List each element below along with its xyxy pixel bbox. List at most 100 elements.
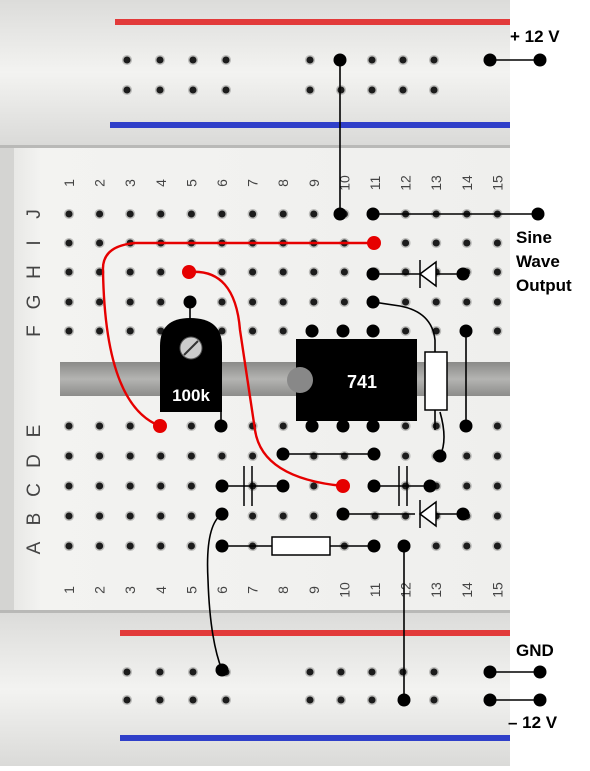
black-dot <box>483 665 497 679</box>
red-dot <box>367 236 381 250</box>
hole <box>220 84 232 96</box>
hole <box>94 296 105 308</box>
black-dot <box>456 507 470 521</box>
hole <box>461 540 472 552</box>
hole <box>94 480 105 492</box>
black-dot <box>459 419 473 433</box>
hole <box>304 84 316 96</box>
hole <box>492 510 503 522</box>
hole <box>247 296 258 308</box>
row-letter: F <box>24 325 45 337</box>
black-dot <box>214 419 228 433</box>
hole <box>125 420 136 432</box>
red-wire-loop <box>101 241 374 428</box>
hole <box>187 666 199 678</box>
hole <box>186 420 197 432</box>
capacitor-left <box>243 466 253 506</box>
black-dot <box>336 419 350 433</box>
black-dot <box>397 693 411 707</box>
hole <box>220 694 232 706</box>
column-number: 9 <box>306 586 322 594</box>
hole <box>155 296 166 308</box>
column-number: 1 <box>61 179 77 187</box>
hole <box>400 237 411 249</box>
black-dot <box>483 53 497 67</box>
black-dot <box>423 479 437 493</box>
column-number: 7 <box>245 586 261 594</box>
hole <box>121 84 133 96</box>
column-number: 3 <box>122 586 138 594</box>
hole <box>339 296 350 308</box>
hole <box>216 266 228 278</box>
column-number: 2 <box>92 586 108 594</box>
hole <box>400 325 411 337</box>
red-dot <box>153 419 167 433</box>
black-dot <box>483 693 497 707</box>
hole <box>187 54 199 66</box>
column-number: 3 <box>122 179 138 187</box>
bottom-red-rail-line <box>120 630 510 636</box>
hole <box>121 54 133 66</box>
hole <box>63 208 75 220</box>
black-dot <box>366 324 380 338</box>
row-letter: D <box>24 454 45 468</box>
hole <box>400 450 411 462</box>
hole <box>461 296 472 308</box>
column-number: 4 <box>153 179 169 187</box>
hole <box>304 666 316 678</box>
hole <box>431 420 442 432</box>
black-dot <box>215 663 229 677</box>
hole <box>94 450 105 462</box>
row-letter: C <box>24 483 45 497</box>
hole <box>121 694 133 706</box>
column-number: 6 <box>214 586 230 594</box>
hole <box>154 666 166 678</box>
hole <box>278 296 289 308</box>
column-number: 5 <box>183 179 199 187</box>
diode-top <box>418 260 437 288</box>
hole <box>94 325 105 337</box>
diode-bottom <box>418 500 437 528</box>
black-dot <box>183 295 197 309</box>
hole <box>369 510 381 522</box>
hole <box>308 208 319 220</box>
hole <box>63 237 75 249</box>
black-dot <box>305 419 319 433</box>
black-dot <box>456 267 470 281</box>
hole <box>492 480 503 492</box>
black-dot <box>333 53 347 67</box>
black-dot <box>305 324 319 338</box>
capacitor-right <box>398 466 408 506</box>
opamp-label: 741 <box>347 372 377 392</box>
hole <box>492 237 503 249</box>
hole <box>397 84 409 96</box>
wire-opamp-to-resistor <box>372 301 436 430</box>
column-number: 14 <box>459 582 475 598</box>
hole <box>247 208 258 220</box>
black-dot <box>336 507 350 521</box>
hole <box>121 666 133 678</box>
hole <box>397 54 409 66</box>
plus-12v-label: + 12 V <box>510 27 560 46</box>
hole <box>63 450 75 462</box>
hole <box>154 84 166 96</box>
hole <box>186 510 197 522</box>
hole <box>428 84 440 96</box>
hole <box>155 208 166 220</box>
hole <box>247 450 258 462</box>
resistor-horizontal <box>271 536 331 556</box>
hole <box>125 480 136 492</box>
hole <box>492 296 503 308</box>
left-edge-shadow <box>0 148 14 610</box>
hole <box>63 480 75 492</box>
black-dot <box>215 539 229 553</box>
black-dot <box>533 693 547 707</box>
potentiometer: 100k <box>160 318 222 412</box>
hole <box>397 666 409 678</box>
hole <box>186 480 197 492</box>
black-dot <box>433 449 447 463</box>
black-dot <box>366 295 380 309</box>
column-number: 15 <box>489 582 505 598</box>
